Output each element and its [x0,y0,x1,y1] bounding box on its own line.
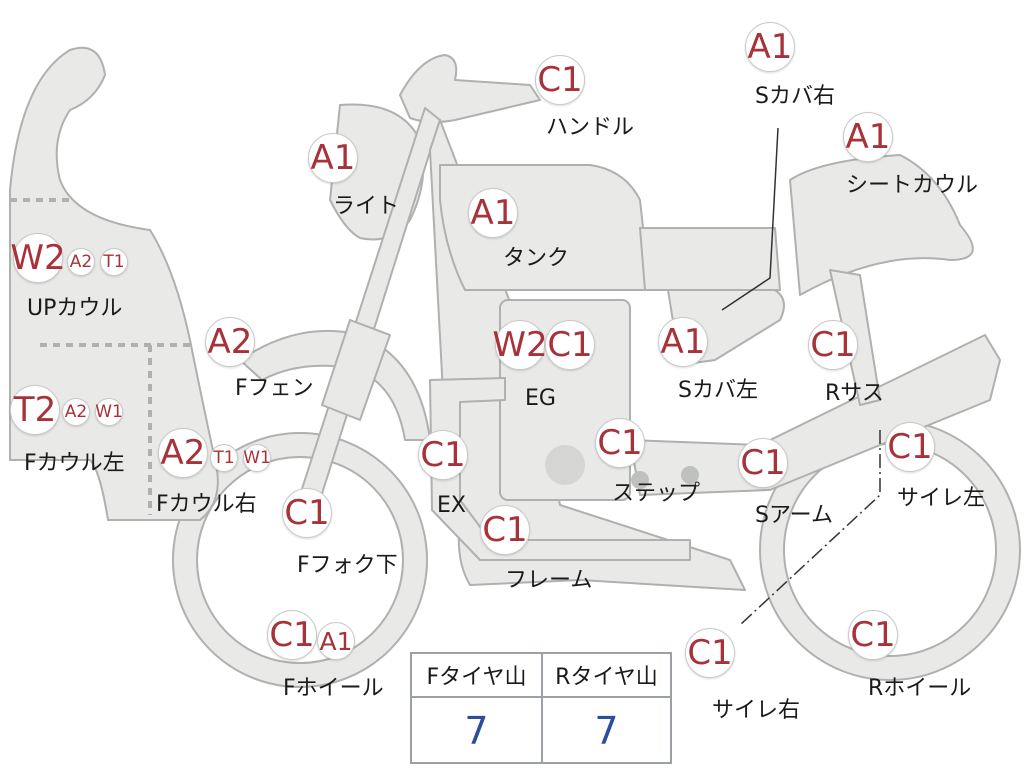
part-label-light: ライト [333,194,400,219]
tire-tread-table: Fタイヤ山 Rタイヤ山 7 7 [410,652,672,764]
code-badge: C1 [267,610,317,660]
part-label-f-wheel: Fホイール [283,676,384,701]
code-badge: W2 [492,320,548,370]
part-label-f-fork-lower: Fフォク下 [297,553,398,578]
part-label-handle: ハンドル [546,115,635,140]
part-label-frame: フレーム [505,568,593,593]
seat-shape [639,227,781,291]
code-badge: W2 [10,233,66,283]
code-badge: C1 [418,430,468,480]
part-label-up-cowl: UPカウル [27,296,123,321]
code-badge: C1 [480,505,530,555]
cowl-shape [9,46,219,521]
part-label-silencer-right: サイレ右 [712,698,801,723]
part-label-r-sus: Rサス [825,381,884,406]
code-badge: A1 [317,622,355,660]
part-label-f-cowl-left: Fカウル左 [24,451,125,476]
rear-tire-header: Rタイヤ山 [543,654,670,698]
code-badge: A1 [745,22,795,72]
part-label-silencer-left: サイレ左 [897,486,986,511]
front-tire-value: 7 [464,709,489,753]
code-badge: A2 [158,428,208,478]
code-badge: C1 [738,438,788,488]
code-badge: A1 [843,112,893,162]
code-badge: C1 [808,320,858,370]
part-label-step: ステップ [612,481,701,506]
code-badge: T2 [10,385,60,435]
rear-tire-value: 7 [594,709,619,753]
part-label-s-arm: Sアーム [755,503,833,528]
code-badge: T1 [100,248,128,276]
part-label-s-cover-left: Sカバ左 [678,378,758,403]
code-badge: C1 [545,320,595,370]
part-label-f-cowl-right: Fカウル右 [156,492,257,517]
code-badge: C1 [848,610,898,660]
code-badge: A1 [468,188,518,238]
code-badge: C1 [685,628,735,678]
part-label-s-cover-right: Sカバ右 [755,84,835,109]
handle-shape [399,54,541,124]
part-label-r-wheel: Rホイール [868,676,972,701]
code-badge: A1 [308,133,358,183]
swing-arm-shape [629,334,1001,496]
code-badge: C1 [282,488,332,538]
part-label-tank: タンク [503,246,570,271]
code-badge: A2 [62,398,90,426]
code-badge: W1 [243,444,271,472]
code-badge: C1 [535,55,585,105]
table-divider [541,654,543,762]
front-tire-header: Fタイヤ山 [412,654,541,698]
part-label-ex: EX [437,493,466,518]
part-label-eg: EG [525,386,556,411]
code-badge: C1 [885,422,935,472]
code-badge: C1 [595,418,645,468]
code-badge: A2 [205,317,255,367]
part-label-f-fender: Fフェン [235,376,314,401]
code-badge: T1 [210,444,238,472]
part-label-seat-cowl: シートカウル [846,173,979,198]
code-badge: A2 [67,248,95,276]
code-badge: W1 [95,398,123,426]
code-badge: A1 [658,317,708,367]
